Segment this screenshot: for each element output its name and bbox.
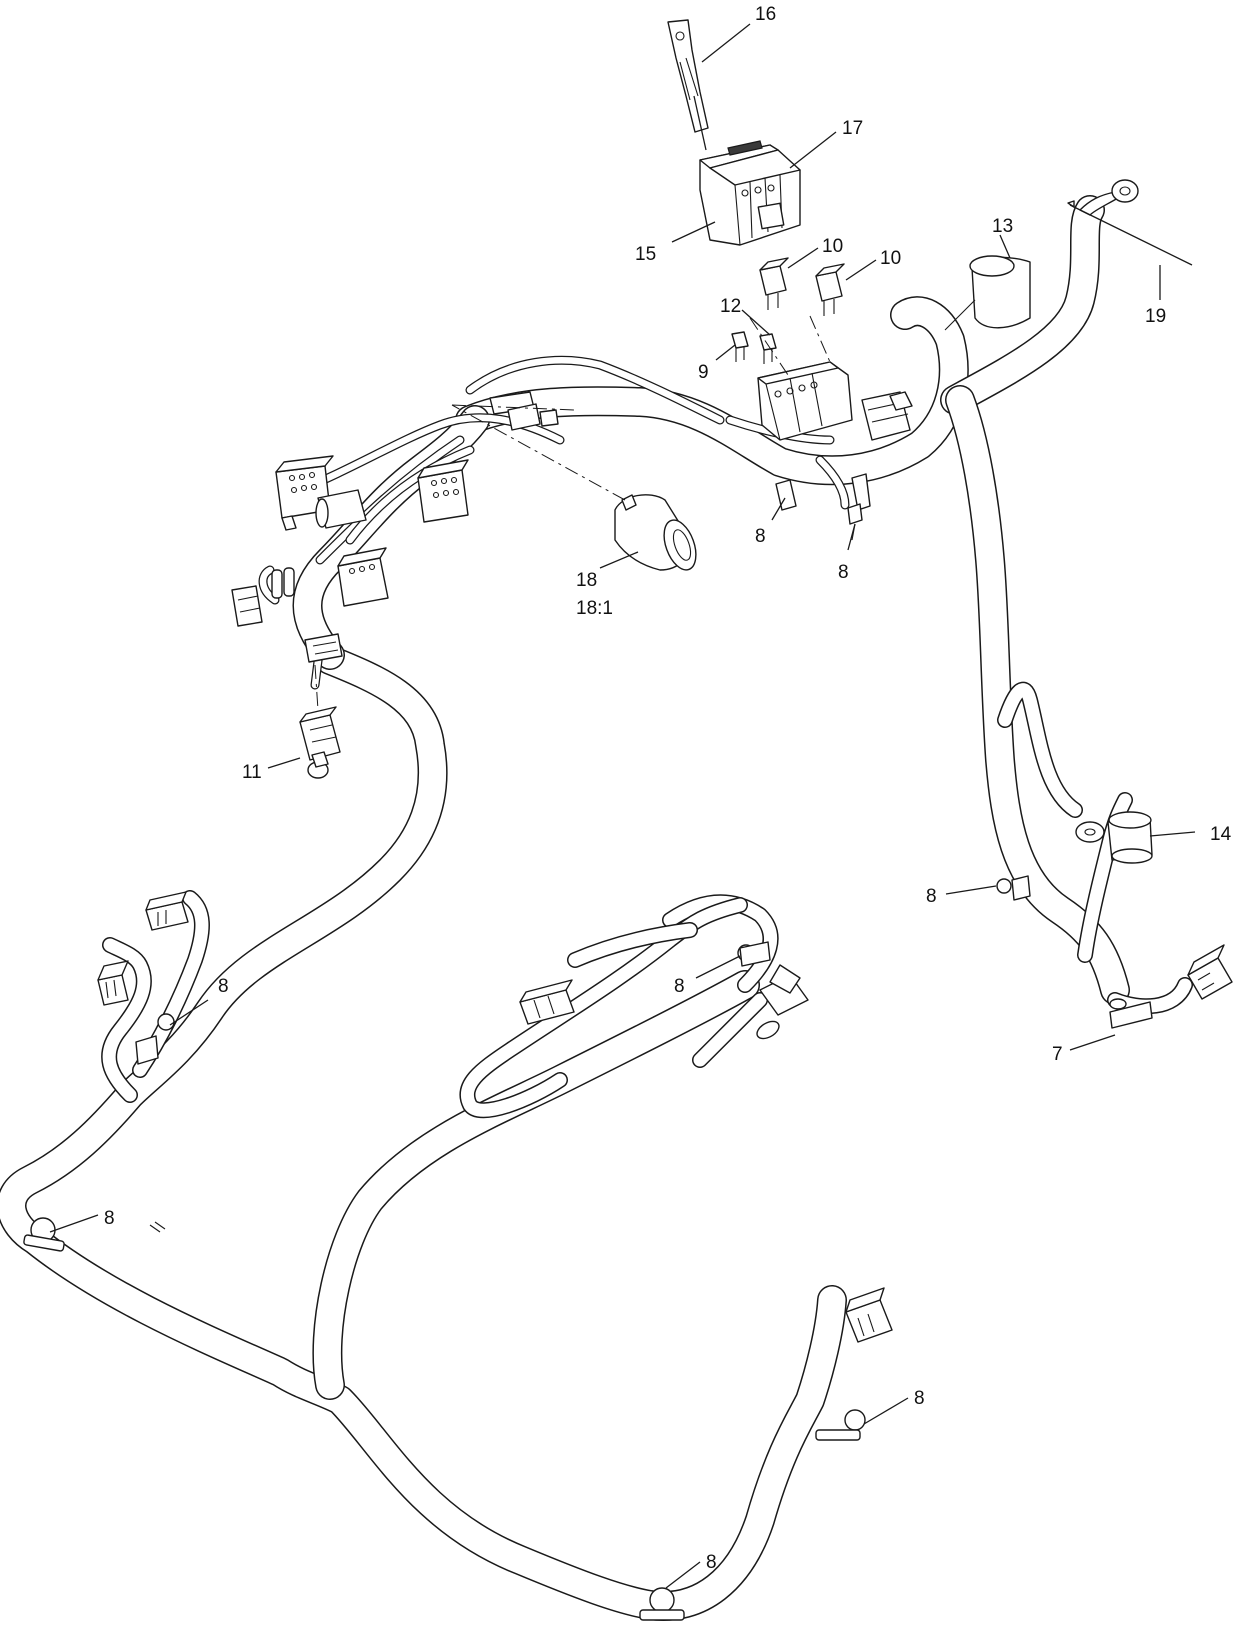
explode-lines — [314, 315, 831, 711]
callout-9: 9 — [698, 362, 709, 383]
relay-left — [759, 257, 789, 310]
fuse-block — [757, 361, 853, 441]
connector-cluster — [231, 391, 559, 663]
callout-8-h: 8 — [706, 1552, 717, 1573]
harness-clips — [23, 473, 1153, 1621]
callout-8-f: 8 — [104, 1208, 115, 1229]
terminal-boot — [944, 255, 1031, 331]
callout-15: 15 — [635, 244, 656, 265]
clip-7 — [1109, 998, 1153, 1029]
battery-cable-end — [1067, 179, 1193, 266]
clip-upper-left — [775, 479, 797, 511]
callout-labels: 16 17 15 13 10 10 12 9 19 8 8 18 18:1 11… — [104, 4, 1232, 1573]
callout-13: 13 — [992, 216, 1013, 237]
connector-center-right — [756, 964, 809, 1040]
callout-7: 7 — [1052, 1044, 1063, 1065]
connector-bottom-right — [845, 1287, 893, 1343]
callout-11: 11 — [242, 762, 262, 783]
connector-center-left — [519, 979, 575, 1025]
relay-bracket — [667, 19, 709, 151]
relay-module — [699, 140, 801, 246]
clip-far-left — [23, 1217, 65, 1252]
callout-8-a: 8 — [755, 526, 766, 547]
callout-18: 18 — [576, 570, 597, 591]
clip-bottom-right — [815, 1409, 866, 1441]
callout-10-right: 10 — [880, 248, 901, 269]
connector-lower-left-b — [97, 960, 129, 1006]
callout-8-c: 8 — [926, 886, 937, 907]
fuse-9 — [731, 331, 749, 362]
connector-lower-left-a — [145, 891, 189, 931]
callout-8-b: 8 — [838, 562, 849, 583]
connector-fuse-side — [861, 391, 913, 441]
leader-lines — [49, 23, 1196, 1589]
main-harness — [0, 195, 1130, 1621]
callout-8-e: 8 — [218, 976, 229, 997]
callout-12: 12 — [720, 296, 741, 317]
callout-16: 16 — [755, 4, 776, 25]
callout-10-left: 10 — [822, 236, 843, 257]
relay-right — [815, 263, 845, 316]
clip-center — [737, 941, 771, 967]
callout-14: 14 — [1210, 824, 1232, 845]
connector-plug-11 — [299, 706, 341, 779]
cable-cap — [1107, 811, 1153, 864]
clip-upper-right — [847, 473, 871, 541]
fuse-12 — [759, 333, 777, 364]
branch-wires — [101, 355, 1193, 1233]
connector-right-lower — [1187, 944, 1233, 1000]
callout-8-g: 8 — [914, 1388, 925, 1409]
callout-18-1: 18:1 — [576, 598, 613, 619]
callout-19: 19 — [1145, 306, 1166, 327]
ring-terminal-right — [1075, 821, 1105, 843]
clip-lower-left — [135, 1013, 175, 1065]
callout-17: 17 — [842, 118, 863, 139]
clip-bottom-center — [639, 1587, 685, 1621]
clip-right — [996, 875, 1031, 901]
callout-8-d: 8 — [674, 976, 685, 997]
alarm-buzzer — [614, 494, 697, 571]
